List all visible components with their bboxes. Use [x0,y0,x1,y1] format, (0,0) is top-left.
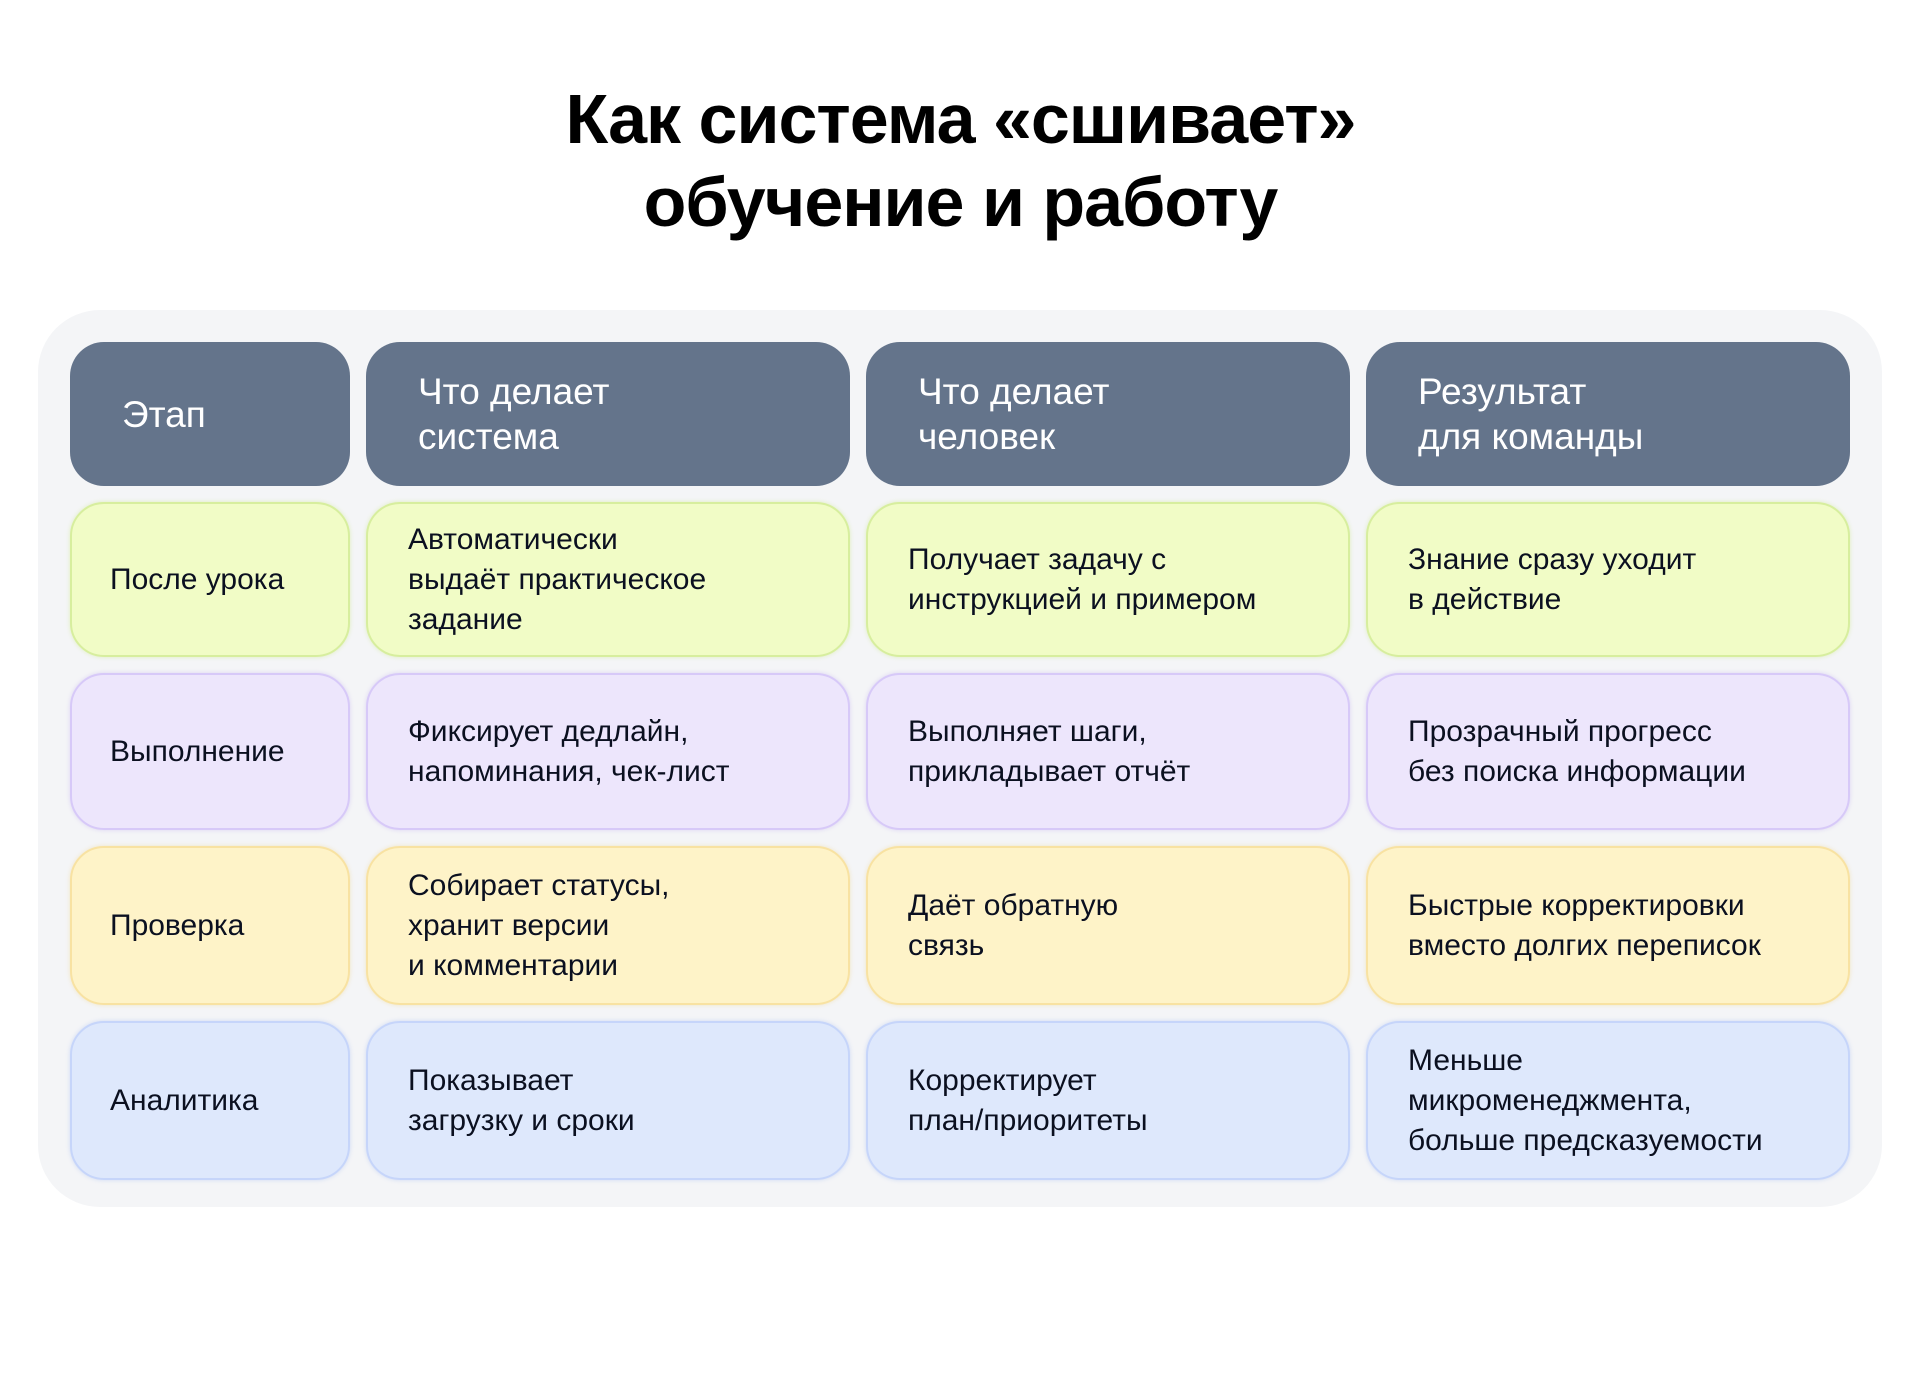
row-review-result: Быстрые корректировки вместо долгих пере… [1366,846,1850,1005]
header-team-result: Результат для команды [1366,342,1850,486]
row-execution-human: Выполняет шаги, прикладывает отчёт [866,673,1350,830]
header-human-does: Что делает человек [866,342,1350,486]
row-execution-result: Прозрачный прогресс без поиска информаци… [1366,673,1850,830]
row-after-lesson-system: Автоматически выдаёт практическое задани… [366,502,850,657]
row-execution-stage: Выполнение [70,673,350,830]
row-review-system: Собирает статусы, хранит версии и коммен… [366,846,850,1005]
row-after-lesson-stage: После урока [70,502,350,657]
header-system-does: Что делает система [366,342,850,486]
title-line-2: обучение и работу [643,163,1279,241]
row-after-lesson-result: Знание сразу уходит в действие [1366,502,1850,657]
row-analytics-human: Корректирует план/приоритеты [866,1021,1350,1180]
row-review-stage: Проверка [70,846,350,1005]
row-analytics-result: Меньше микроменеджмента, больше предсказ… [1366,1021,1850,1180]
comparison-table-board: Этап Что делает система Что делает челов… [38,310,1882,1207]
row-execution-system: Фиксирует дедлайн, напоминания, чек-лист [366,673,850,830]
row-review-human: Даёт обратную связь [866,846,1350,1005]
title-line-1: Как система «сшивает» [565,80,1357,158]
page-title: Как система «сшивает» обучение и работу [0,78,1921,244]
header-stage: Этап [70,342,350,486]
row-analytics-stage: Аналитика [70,1021,350,1180]
comparison-table: Этап Что делает система Что делает челов… [70,342,1850,1180]
row-after-lesson-human: Получает задачу с инструкцией и примером [866,502,1350,657]
row-analytics-system: Показывает загрузку и сроки [366,1021,850,1180]
